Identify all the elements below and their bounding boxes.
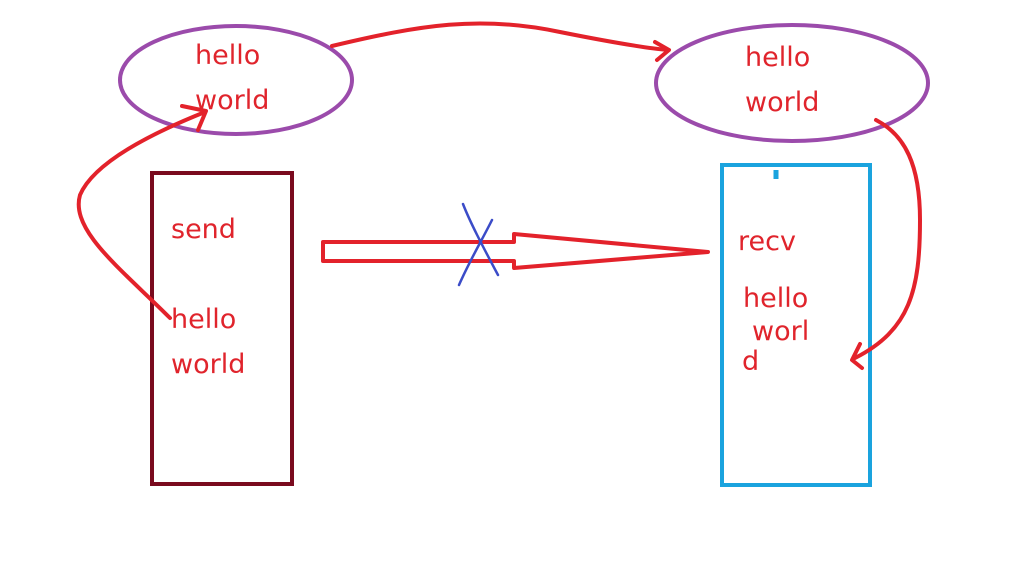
arrowhead-send-to-ellipse	[180, 104, 208, 132]
curve-arrow-send-to-ellipse	[76, 110, 207, 320]
right-ellipse	[654, 23, 930, 143]
right-ellipse-world: world	[745, 87, 820, 118]
send-box-world: world	[171, 349, 246, 380]
send-box	[150, 171, 294, 486]
big-hollow-arrow	[321, 232, 710, 270]
send-box-title: send	[171, 214, 236, 245]
recv-box-hello: hello	[743, 283, 809, 314]
right-ellipse-hello: hello	[745, 42, 811, 73]
arch-arrow-ellipse-to-ellipse	[330, 21, 670, 52]
arrowhead-ellipse-to-recv	[850, 342, 864, 370]
left-ellipse	[118, 24, 354, 136]
arrowhead-ellipse-to-ellipse	[653, 40, 671, 62]
recv-box-worl: worl	[752, 316, 810, 347]
send-box-hello: hello	[171, 304, 237, 335]
left-ellipse-world: world	[195, 85, 270, 116]
cross-icon	[457, 202, 500, 287]
left-ellipse-hello: hello	[195, 40, 261, 71]
recv-box-title: recv	[738, 226, 796, 257]
curve-arrow-ellipse-to-recv	[853, 118, 923, 360]
recv-box	[720, 163, 872, 487]
recv-box-d: d	[742, 346, 760, 377]
